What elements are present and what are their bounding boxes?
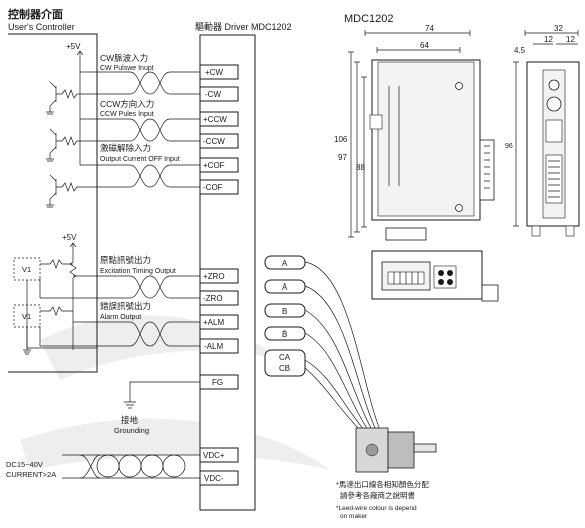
svg-text:-ZRO: -ZRO — [203, 294, 223, 303]
ccw-label-zh: CCW方向入力 — [100, 99, 154, 109]
terminal-cof-minus: -COF — [199, 179, 239, 195]
terminal-zro-minus: -ZRO — [199, 290, 239, 306]
note-zh-line1: *馬達出口線各相知顏色分配 — [336, 479, 429, 489]
svg-text:-CW: -CW — [205, 90, 221, 99]
terminal-cw-plus: +CW — [199, 64, 239, 80]
terminal-alm-minus: -ALM — [199, 338, 239, 354]
bottom-view — [371, 250, 499, 302]
cw-label-zh: CW脈波入力 — [100, 53, 148, 63]
front-view: 74 64 106 97 88 — [334, 24, 495, 241]
svg-text:106: 106 — [334, 135, 348, 144]
terminal-ccw-minus: -CCW — [199, 133, 239, 149]
motor-terminal-a: A — [264, 255, 306, 270]
fg-ground-wire — [124, 381, 200, 409]
svg-text:-CCW: -CCW — [203, 137, 225, 146]
svg-text:64: 64 — [420, 41, 429, 50]
opto-label-2: V1 — [22, 312, 31, 321]
svg-text:74: 74 — [425, 24, 434, 33]
drawing-model: MDC1202 — [344, 13, 394, 25]
motor-terminal-a-bar: Ā — [264, 279, 306, 294]
svg-text:+ZRO: +ZRO — [203, 272, 225, 281]
ground-label-en: Grounding — [114, 426, 149, 435]
alm-label-en: Alarm Output — [100, 314, 141, 321]
supply-mid-label: +5V — [62, 233, 77, 242]
controller-box — [8, 33, 98, 373]
terminal-vdc-minus: VDC- — [199, 470, 239, 486]
side-view: 32 12 12 4.5 96 — [505, 24, 580, 237]
svg-text:+ALM: +ALM — [203, 318, 224, 327]
svg-text:12: 12 — [566, 35, 575, 44]
svg-text:32: 32 — [554, 24, 563, 33]
terminal-cof-plus: +COF — [199, 157, 239, 173]
svg-text:97: 97 — [338, 153, 347, 162]
terminal-cw-minus: -CW — [199, 86, 239, 102]
motor-lead-wires — [304, 261, 381, 431]
zro-label-en: Excitation Timing Output — [100, 268, 176, 275]
controller-title-en: User's Controller — [8, 22, 75, 32]
stepper-motor — [355, 427, 437, 473]
controller-title-zh: 控制器介面 — [8, 7, 63, 21]
motor-terminal-b-bar: B̄ — [264, 326, 306, 341]
zro-label-zh: 原點訊號出力 — [100, 255, 151, 265]
svg-text:96: 96 — [505, 143, 513, 150]
svg-text:B̄: B̄ — [282, 330, 287, 339]
svg-text:CB: CB — [279, 364, 290, 373]
alm-label-zh: 錯誤訊號出力 — [100, 301, 151, 311]
svg-text:B: B — [282, 307, 287, 316]
motor-terminal-ca-cb: CA CB — [264, 349, 306, 377]
svg-text:88: 88 — [356, 163, 365, 172]
svg-text:-COF: -COF — [203, 183, 223, 192]
ground-label-zh: 接地 — [121, 415, 139, 425]
signal-wires — [97, 71, 200, 347]
ccw-label-en: CCW Pules Input — [100, 111, 154, 118]
note-en-line1: *Leed-wire colour is depend — [336, 505, 417, 512]
terminal-vdc-plus: VDC+ — [199, 447, 239, 463]
svg-text:VDC+: VDC+ — [203, 451, 225, 460]
svg-text:-ALM: -ALM — [204, 342, 223, 351]
terminal-zro-plus: +ZRO — [199, 268, 239, 284]
svg-text:CA: CA — [279, 353, 291, 362]
svg-text:+CW: +CW — [205, 68, 223, 77]
note-zh-line2: 請參考各廠商之說明書 — [340, 490, 415, 500]
svg-text:12: 12 — [544, 35, 553, 44]
svg-text:A: A — [282, 259, 288, 268]
power-voltage: DC15~40V — [6, 460, 43, 469]
opto-label-1: V1 — [22, 265, 31, 274]
svg-text:FG: FG — [212, 378, 223, 387]
svg-text:+COF: +COF — [203, 161, 225, 170]
motor-terminal-b: B — [264, 303, 306, 318]
terminal-fg: FG — [199, 374, 239, 390]
controller-output-circuits — [13, 242, 97, 355]
svg-text:4.5: 4.5 — [514, 46, 526, 55]
supply-top-arrow — [76, 50, 84, 96]
svg-text:+CCW: +CCW — [203, 115, 227, 124]
power-current: CURRENT>2A — [6, 470, 56, 479]
power-twisted-wires — [62, 454, 200, 479]
cw-label-en: CW Pulswe Inupt — [100, 65, 154, 72]
supply-top-label: +5V — [66, 42, 81, 51]
cof-label-en: Output Current OFF Input — [100, 156, 180, 163]
svg-text:VDC-: VDC- — [204, 474, 224, 483]
terminal-ccw-plus: +CCW — [199, 111, 239, 127]
driver-title: 驅動器 Driver MDC1202 — [195, 22, 292, 32]
svg-text:Ā: Ā — [282, 283, 288, 292]
cof-label-zh: 激磁解除入力 — [100, 143, 151, 153]
controller-input-circuits — [46, 71, 97, 208]
terminal-alm-plus: +ALM — [199, 314, 239, 330]
note-en-line2: on maker — [340, 513, 368, 520]
